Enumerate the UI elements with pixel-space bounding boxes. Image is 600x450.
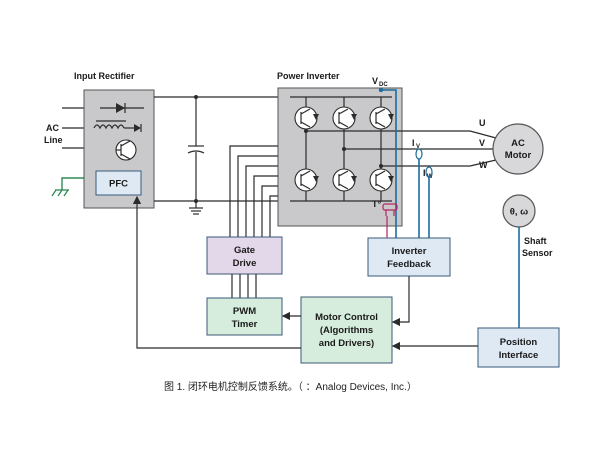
power-inverter-title: Power Inverter — [277, 71, 340, 81]
gate-drive-block — [206, 236, 283, 275]
motor-control-label-2: (Algorithms — [320, 325, 373, 336]
figure-caption: 图 1. 闭环电机控制反馈系统。（ ：Analog Devices, Inc.） — [164, 380, 417, 393]
inverter-feedback-label-2: Feedback — [387, 259, 432, 270]
gate-drive-wires — [229, 145, 278, 237]
igbt-w-low-icon — [369, 168, 394, 192]
ac-line-input: AC Line — [44, 107, 84, 197]
pfc-label: PFC — [109, 179, 128, 190]
thermistor-icon: T° — [372, 199, 398, 238]
gate-drive-label-2: Drive — [233, 258, 257, 269]
vdc-label-main: V — [372, 76, 378, 86]
temp-label: T° — [372, 199, 381, 209]
dc-bus — [154, 95, 278, 203]
earth-wire — [61, 177, 84, 190]
igbt-v-low-icon — [332, 168, 357, 192]
pwm-timer-label-2: Timer — [232, 319, 258, 330]
pfc-transistor-icon — [115, 139, 137, 161]
iv-label-sub: V — [416, 144, 420, 150]
igbt-switch-icons — [294, 106, 394, 192]
igbt-v-high-icon — [332, 106, 357, 130]
igbt-w-high-icon — [369, 106, 394, 130]
shaft-sensor-symbol: θ, ω — [510, 207, 528, 218]
motor-feed-wires — [469, 130, 497, 167]
pwm-wires — [231, 274, 257, 298]
iv-sensor: I V — [412, 138, 423, 238]
inverter-feedback-label-1: Inverter — [392, 246, 427, 257]
igbt-u-low-icon — [294, 168, 319, 192]
vdc-label-sub: DC — [379, 82, 388, 88]
shaft-sensor-label-2: Sensor — [522, 248, 553, 258]
pfc-block — [95, 170, 142, 196]
input-rectifier-title: Input Rectifier — [74, 71, 135, 81]
control-signal-arrows — [132, 195, 478, 351]
phase-w-label: W — [479, 160, 488, 170]
iw-sensor: I W — [423, 166, 433, 238]
earth-ground-icon — [51, 189, 69, 197]
inductor-icon — [93, 120, 142, 132]
rectifier-diode-icon — [100, 103, 144, 113]
phase-u-label: U — [479, 118, 486, 128]
ac-motor — [492, 123, 544, 175]
vdc-sense-wire — [381, 89, 397, 238]
gate-drive-label-1: Gate — [234, 245, 255, 256]
motor-control-label-1: Motor Control — [315, 312, 378, 323]
ac-line-label-2: Line — [44, 135, 63, 145]
vdc-label: V DC — [372, 76, 388, 88]
position-interface-label-2: Interface — [499, 350, 539, 361]
ac-motor-label-2: Motor — [505, 150, 532, 161]
pwm-timer-block — [206, 297, 283, 336]
position-interface-label-1: Position — [500, 337, 538, 348]
shaft-sensor-label-1: Shaft — [524, 236, 547, 246]
motor-control-block — [300, 296, 393, 364]
phase-v-label: V — [479, 138, 485, 148]
inverter-feedback-block — [367, 237, 451, 277]
ac-motor-label-1: AC — [511, 138, 525, 149]
motor-control-label-3: and Drivers) — [319, 338, 374, 349]
iw-label: I — [423, 168, 426, 178]
dc-link-capacitor-icon — [187, 97, 205, 215]
position-interface-block — [477, 327, 560, 368]
ac-line-label-1: AC — [46, 123, 59, 133]
iv-label: I — [412, 138, 415, 148]
pwm-timer-label-1: PWM — [233, 306, 256, 317]
